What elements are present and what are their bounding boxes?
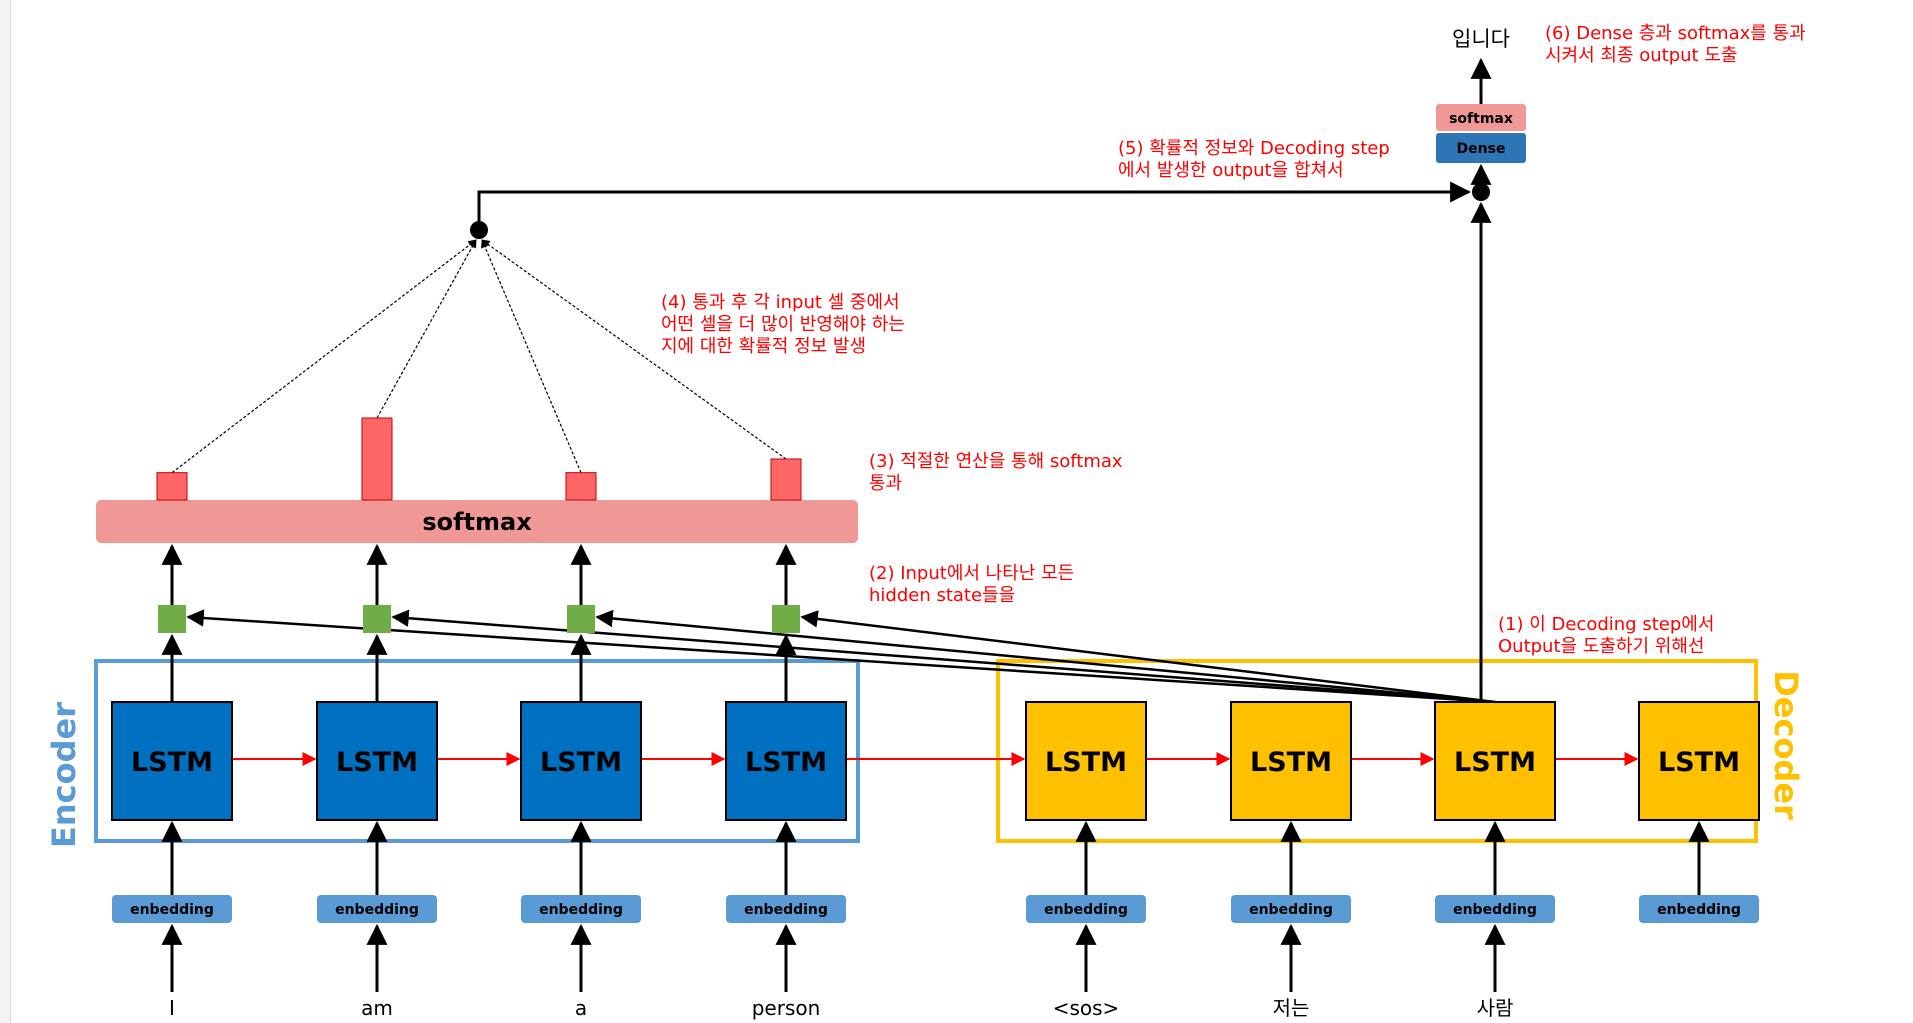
attention-weight-bar-0 <box>156 472 188 501</box>
decoder-2-token: 사람 <box>1477 996 1514 1020</box>
decoder-2-embedding-label: enbedding <box>1453 902 1537 918</box>
note-5: (5) 확률적 정보와 Decoding step 에서 발생한 output을… <box>1118 138 1396 181</box>
encoder-0-lstm-box <box>111 701 233 821</box>
encoder-1-lstm-box <box>316 701 438 821</box>
encoder-label: Encoder <box>45 702 83 848</box>
encoder-1-lstm-label: LSTM <box>336 747 418 778</box>
attention-weight-bar-3 <box>770 458 802 501</box>
decoder-0-lstm-label: LSTM <box>1045 747 1127 778</box>
encoder-2-token: a <box>575 996 587 1020</box>
decoder-3-embedding-label: enbedding <box>1657 902 1741 918</box>
attention-dotted-line-2 <box>481 239 582 473</box>
output-softmax-label: softmax <box>1449 111 1513 127</box>
decoder-0-embedding-box <box>1026 895 1146 923</box>
hidden-state-2 <box>567 605 595 633</box>
dense-label: Dense <box>1457 141 1506 157</box>
attention-softmax-label: softmax <box>422 508 532 536</box>
decoder-2-lstm-label: LSTM <box>1454 747 1536 778</box>
encoder-0-lstm-label: LSTM <box>131 747 213 778</box>
decoder-query-line-0 <box>186 609 1496 704</box>
decoder-3-embedding-box <box>1639 895 1759 923</box>
decoder-1-lstm-label: LSTM <box>1250 747 1332 778</box>
encoder-2-embedding-label: enbedding <box>539 902 623 918</box>
hidden-state-3 <box>772 605 800 633</box>
decoder-0-embedding-label: enbedding <box>1044 902 1128 918</box>
encoder-1-embedding-box <box>317 895 437 923</box>
combine-node <box>1472 183 1490 201</box>
note-1: (1) 이 Decoding step에서 Output을 도출하기 위해선 <box>1498 614 1720 657</box>
note-4: (4) 통과 후 각 input 셀 중에서 어떤 셀을 더 많이 반영해야 하… <box>661 292 911 357</box>
encoder-3-token: person <box>752 996 821 1020</box>
note-2: (2) Input에서 나타난 모든 hidden state들을 <box>869 563 1080 606</box>
decoder-1-embedding-label: enbedding <box>1249 902 1333 918</box>
encoder-3-embedding-label: enbedding <box>744 902 828 918</box>
encoder-2-lstm-label: LSTM <box>540 747 622 778</box>
note-6: (6) Dense 층과 softmax를 통과 시켜서 최종 output 도… <box>1545 23 1811 66</box>
decoder-1-token: 저는 <box>1273 996 1310 1020</box>
attention-weight-bar-2 <box>565 472 597 501</box>
attention-softmax-bar <box>96 500 858 543</box>
decoder-0-lstm-box <box>1025 701 1147 821</box>
context-to-combine-line <box>477 181 1472 221</box>
decoder-2-lstm-box <box>1434 701 1556 821</box>
output-softmax-box <box>1436 104 1526 131</box>
decoder-0-token: <sos> <box>1053 996 1120 1020</box>
hidden-state-0 <box>158 605 186 633</box>
connector-lines <box>161 57 1710 992</box>
attention-dotted-line-1 <box>376 239 477 419</box>
decoder-label: Decoder <box>1767 670 1805 820</box>
decoder-1-lstm-box <box>1230 701 1352 821</box>
encoder-0-embedding-box <box>112 895 232 923</box>
encoder-0-embedding-label: enbedding <box>130 902 214 918</box>
encoder-2-embedding-box <box>521 895 641 923</box>
attention-dotted-line-3 <box>481 239 787 460</box>
encoder-1-token: am <box>361 996 393 1020</box>
decoder-3-lstm-box <box>1638 701 1760 821</box>
hidden-state-1 <box>363 605 391 633</box>
window-left-edge <box>0 0 11 1023</box>
encoder-1-embedding-label: enbedding <box>335 902 419 918</box>
decoder-query-line-2 <box>595 609 1496 704</box>
encoder-2-lstm-box <box>520 701 642 821</box>
encoder-0-token: I <box>169 996 175 1020</box>
encoder-frame <box>94 659 860 843</box>
encoder-3-lstm-label: LSTM <box>745 747 827 778</box>
note-3: (3) 적절한 연산을 통해 softmax 통과 <box>869 451 1128 494</box>
decoder-1-embedding-box <box>1231 895 1351 923</box>
decoder-2-embedding-box <box>1435 895 1555 923</box>
attention-weight-bar-1 <box>361 417 393 501</box>
decoder-query-line-3 <box>800 610 1496 704</box>
decoder-3-lstm-label: LSTM <box>1658 747 1740 778</box>
output-word: 입니다 <box>1452 27 1510 51</box>
encoder-3-lstm-box <box>725 701 847 821</box>
context-vector-node <box>470 221 488 239</box>
encoder-3-embedding-box <box>726 895 846 923</box>
attention-dotted-line-0 <box>171 239 477 474</box>
dense-box <box>1436 133 1526 163</box>
